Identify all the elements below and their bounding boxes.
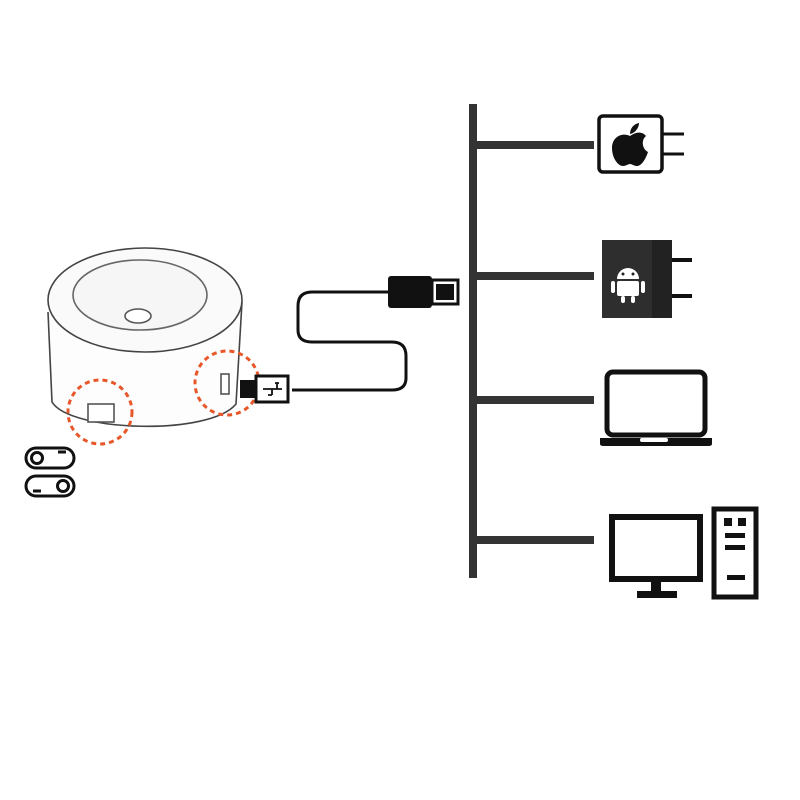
apple-charger-icon xyxy=(597,114,684,174)
micro-usb-plug-icon xyxy=(240,374,290,404)
desktop-computer-icon xyxy=(609,506,759,600)
toggle-on-icon xyxy=(24,474,76,498)
usb-port xyxy=(220,373,230,395)
power-bus xyxy=(469,104,594,578)
usb-cable xyxy=(292,290,408,392)
switch-highlight xyxy=(66,378,134,446)
switch-panel xyxy=(87,403,115,423)
laptop-icon xyxy=(600,369,712,446)
toggle-off-icon xyxy=(24,446,76,470)
android-charger-icon xyxy=(602,240,692,318)
usb-a-plug-icon xyxy=(388,276,460,308)
device xyxy=(47,247,243,428)
